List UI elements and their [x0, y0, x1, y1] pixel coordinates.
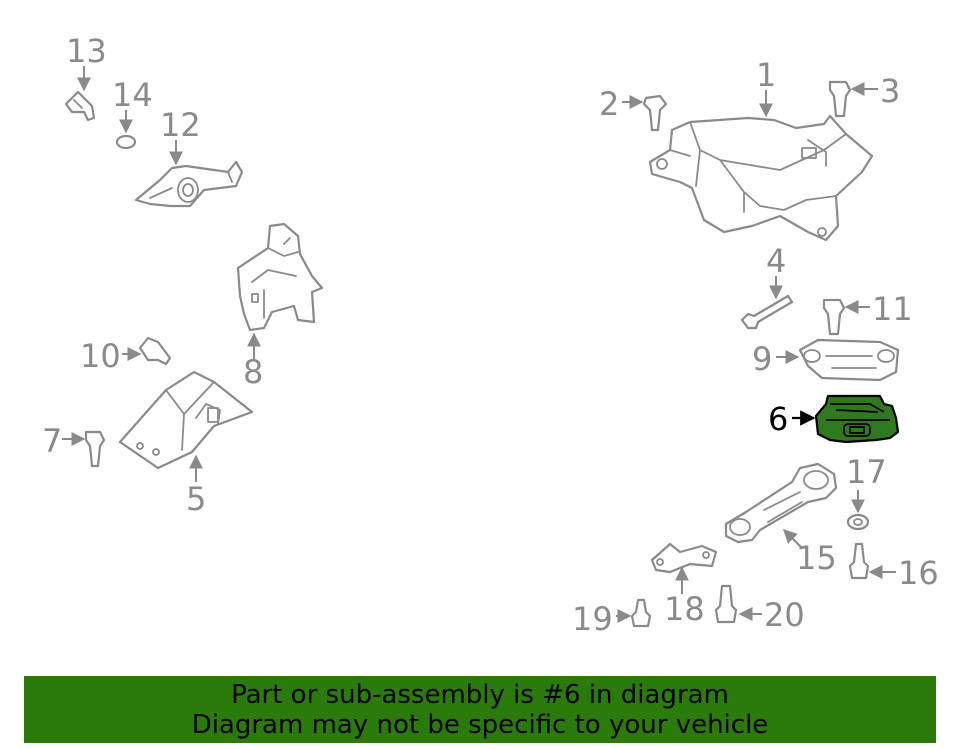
callout-20: 20	[764, 596, 805, 634]
callout-6: 6	[768, 400, 788, 438]
part-3-bolt: 3	[828, 72, 900, 118]
callout-12: 12	[160, 106, 201, 144]
callout-16: 16	[898, 554, 939, 592]
part-20-bolt: 20	[714, 584, 805, 634]
callout-2: 2	[599, 85, 619, 123]
part-17-washer: 17	[846, 453, 887, 531]
part-14-washer: 14	[112, 76, 153, 150]
callout-9: 9	[752, 340, 772, 378]
part-19-bolt: 19	[572, 598, 652, 638]
banner-line-1: Part or sub-assembly is #6 in diagram	[231, 679, 729, 710]
callout-5: 5	[186, 480, 206, 518]
callout-13: 13	[66, 32, 107, 70]
part-11-bolt: 11	[822, 290, 913, 336]
callout-17: 17	[846, 453, 887, 491]
callout-7: 7	[42, 422, 62, 460]
callout-15: 15	[796, 539, 837, 577]
part-2-bolt: 2	[599, 85, 668, 132]
callout-3: 3	[880, 72, 900, 110]
part-6-highlighted-mount[interactable]: 6	[768, 394, 900, 444]
part-1-support-bracket: 1	[648, 56, 874, 242]
part-8-bracket: 8	[236, 222, 324, 391]
callout-4: 4	[766, 242, 786, 280]
part-10-bolt: 10	[80, 336, 172, 375]
callout-1: 1	[756, 56, 776, 94]
part-7-bolt: 7	[42, 422, 106, 468]
info-banner: Part or sub-assembly is #6 in diagram Di…	[24, 676, 936, 743]
callout-19: 19	[572, 600, 613, 638]
callout-11: 11	[872, 290, 913, 328]
callout-14: 14	[112, 76, 153, 114]
part-12-mount-arm: 12	[134, 106, 244, 208]
callout-18: 18	[664, 590, 705, 628]
callout-10: 10	[80, 337, 121, 375]
part-15-torque-rod: 15	[724, 462, 838, 577]
part-18-small-bracket: 18	[650, 542, 718, 628]
part-4-long-bolt: 4	[740, 242, 794, 330]
part-13-bolt: 13	[64, 32, 107, 122]
part-9-link-bracket: 9	[752, 338, 900, 382]
part-5-engine-mount: 5	[118, 370, 254, 518]
callout-8: 8	[243, 353, 263, 391]
part-16-bolt: 16	[848, 542, 939, 592]
banner-line-2: Diagram may not be specific to your vehi…	[191, 709, 769, 740]
